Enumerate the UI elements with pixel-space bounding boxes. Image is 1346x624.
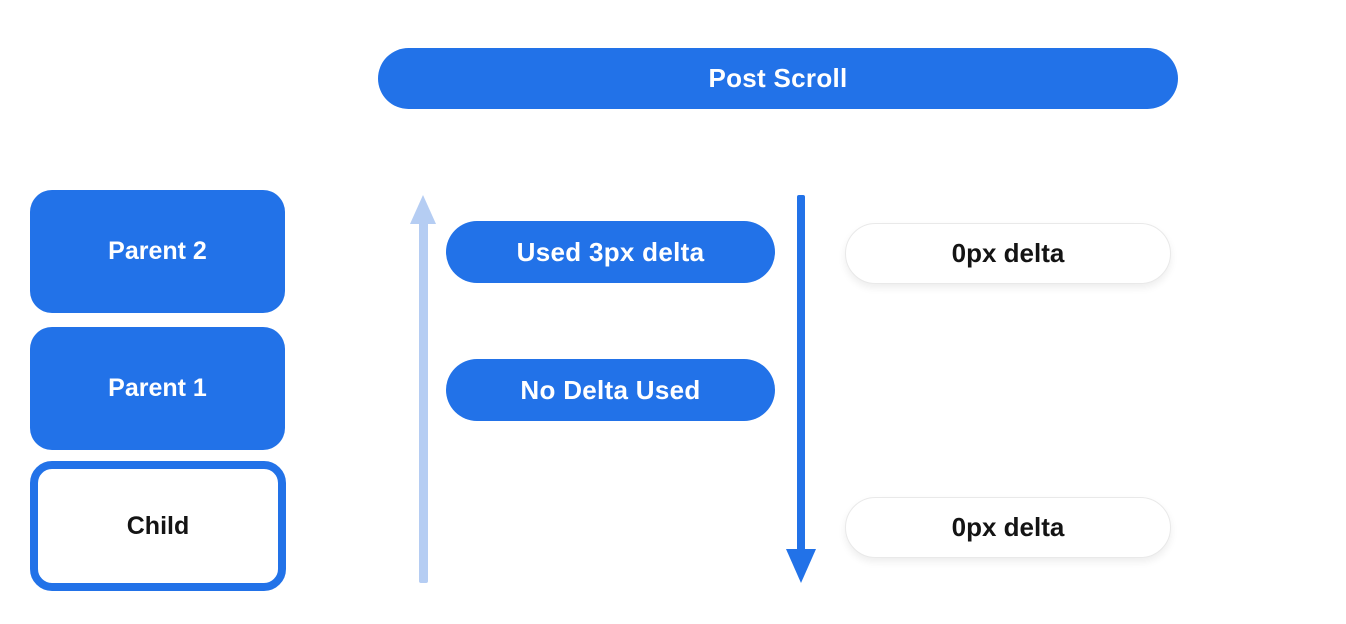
scroll-down-arrow-shaft	[797, 195, 805, 551]
scroll-down-arrow-head	[786, 549, 816, 583]
scroll-up-arrow-head	[410, 195, 436, 224]
child-box: Child	[30, 461, 286, 591]
zero-delta-top-pill: 0px delta	[845, 223, 1171, 284]
post-scroll-banner: Post Scroll	[378, 48, 1178, 109]
zero-delta-bottom-pill: 0px delta	[845, 497, 1171, 558]
parent1-box: Parent 1	[30, 327, 285, 450]
scroll-up-arrow-shaft	[419, 221, 428, 583]
used-delta-pill: Used 3px delta	[446, 221, 775, 283]
parent2-box: Parent 2	[30, 190, 285, 313]
no-delta-used-pill: No Delta Used	[446, 359, 775, 421]
